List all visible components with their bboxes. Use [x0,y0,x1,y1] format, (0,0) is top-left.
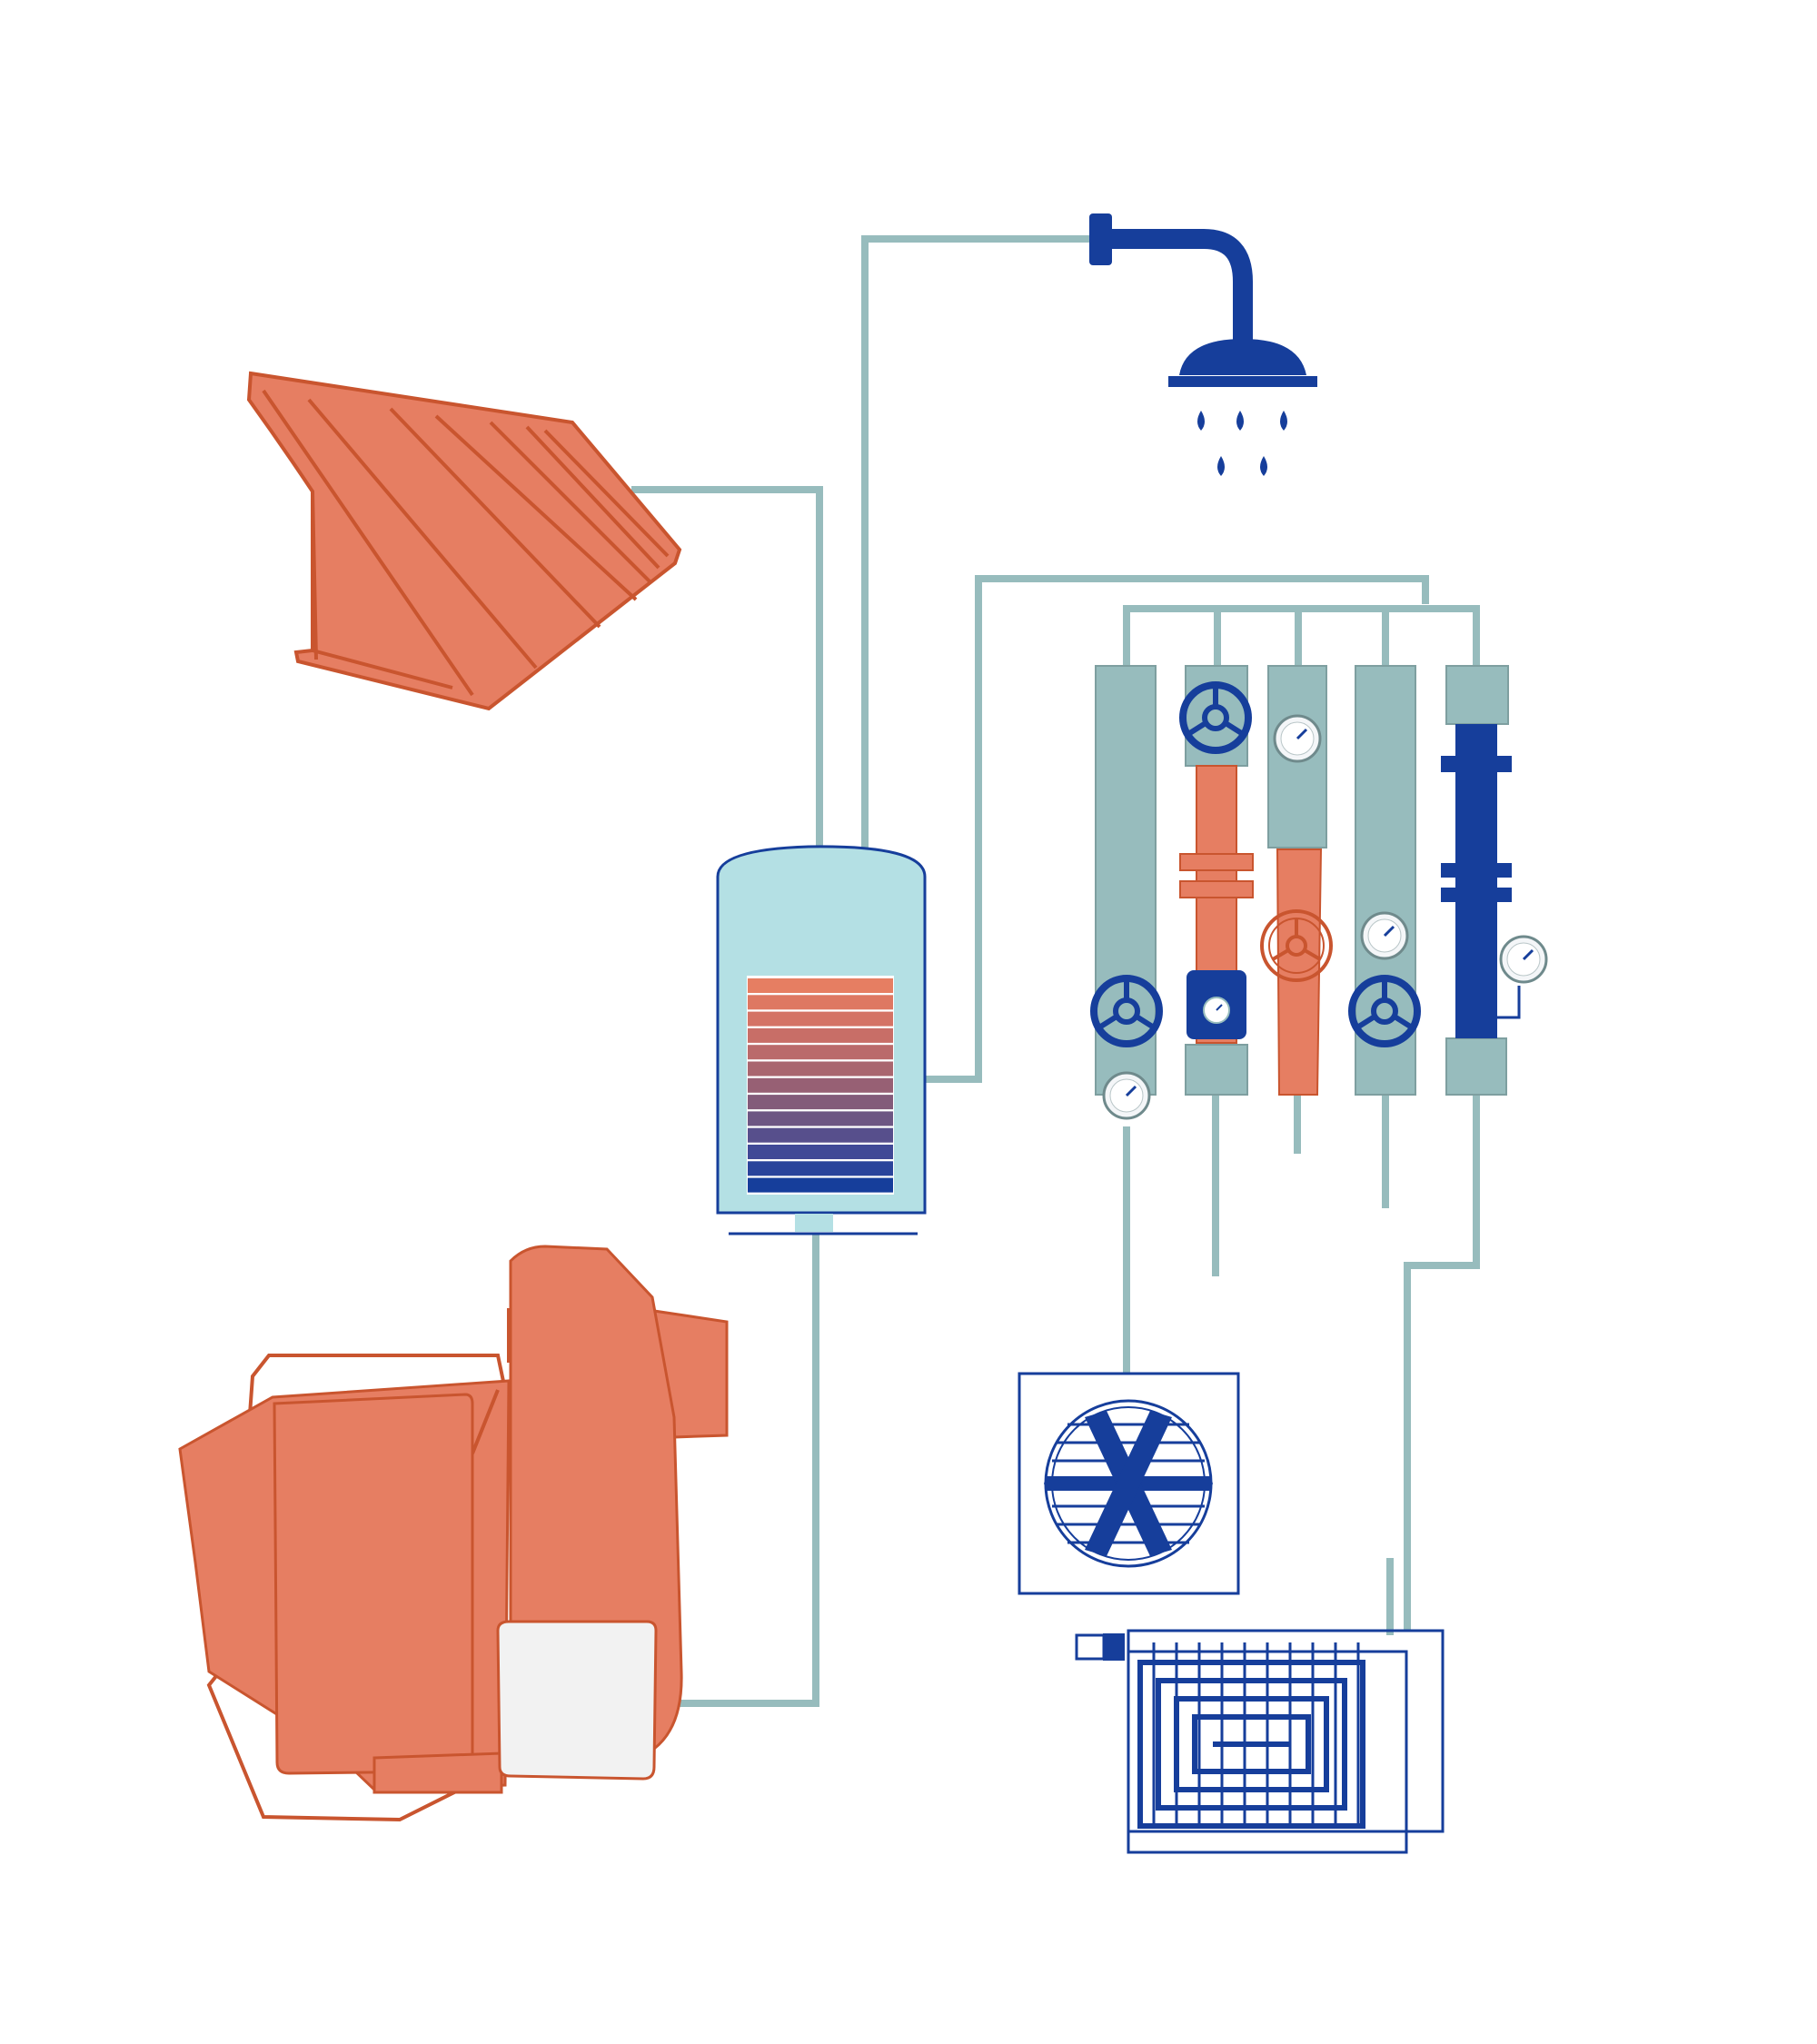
pipe-manifold-header [1123,605,1480,668]
boiler-control-panel [496,1620,658,1781]
pipe-network [631,235,1480,1707]
tank-layer [748,1111,893,1126]
shower-head [1179,339,1306,375]
tank-layer [748,1045,893,1060]
pressure-gauge-icon [1499,935,1548,984]
boiler-bottom-block [372,1751,503,1794]
tank-layer [748,1177,893,1193]
manifold-column-5-top [1445,665,1509,725]
pipe-coupling [1179,853,1254,871]
tank-layer [748,1145,893,1159]
tank-layer [748,1061,893,1077]
shower-head-rim [1168,376,1317,387]
gauge-tube [1497,986,1521,1019]
boiler-front-panel [273,1393,474,1775]
water-drops [1197,411,1287,476]
solar-panel-support [311,491,318,660]
solar-panel-base [312,649,453,690]
pressure-gauge-icon [1102,1071,1151,1120]
solar-panel-grooves [262,389,670,697]
tank-layer [748,995,893,1010]
pressure-gauge-icon [1360,911,1409,960]
fan-icon [1018,1372,1240,1595]
manifold-column-5-bottom [1445,1037,1507,1096]
pipe-tank-to-shower [861,235,1095,849]
tank-layer [748,1127,893,1143]
tank-outlet [795,1214,833,1232]
tank-layer [748,1161,893,1176]
valve-wheel-icon [1260,909,1333,982]
fan-blades [1044,1411,1213,1556]
filter-flange [1441,888,1512,902]
pipe-manifold-to-floor [1404,1095,1480,1631]
boiler-pipe-strut [471,1308,511,1454]
pipe-coupling [1179,880,1254,898]
tank-temperature-layers [748,978,893,1193]
filter-flange [1441,756,1512,772]
water-tank-icon [716,845,927,1235]
tank-layer [748,1027,893,1043]
filter-body [1455,724,1497,1038]
floor-coil-spiral [1137,1660,1365,1829]
tank-layer [748,978,893,993]
pressure-gauge-icon [1273,714,1322,763]
floor-coil-connector-neck [1103,1633,1125,1661]
tank-layer [748,1077,893,1093]
shower-arm [1112,229,1253,343]
pipe-tank-to-manifold [925,575,1429,1083]
boiler-icon [178,1245,729,1822]
pump-gauge-icon [1203,997,1230,1024]
floor-heating-coil-icon [1075,1629,1445,1854]
tank-layer [748,1095,893,1110]
manifold-column-2-bottom [1185,1044,1248,1096]
valve-wheel-icon [1179,681,1252,754]
valve-wheel-icon [1348,975,1421,1047]
pipe-boiler-to-tank [674,1234,819,1707]
tank-layer [748,1011,893,1027]
floor-coil-risers [1152,1642,1360,1826]
shower-head-icon [1089,213,1317,476]
pipe-solar-to-tank [631,486,823,849]
solar-panel-icon [246,371,682,711]
pipe-manifold-icon [1090,665,1548,1120]
filter-flange [1441,863,1512,878]
valve-wheel-icon [1090,975,1163,1047]
floor-coil-connector [1075,1633,1106,1661]
shower-wall-mount [1089,213,1112,265]
